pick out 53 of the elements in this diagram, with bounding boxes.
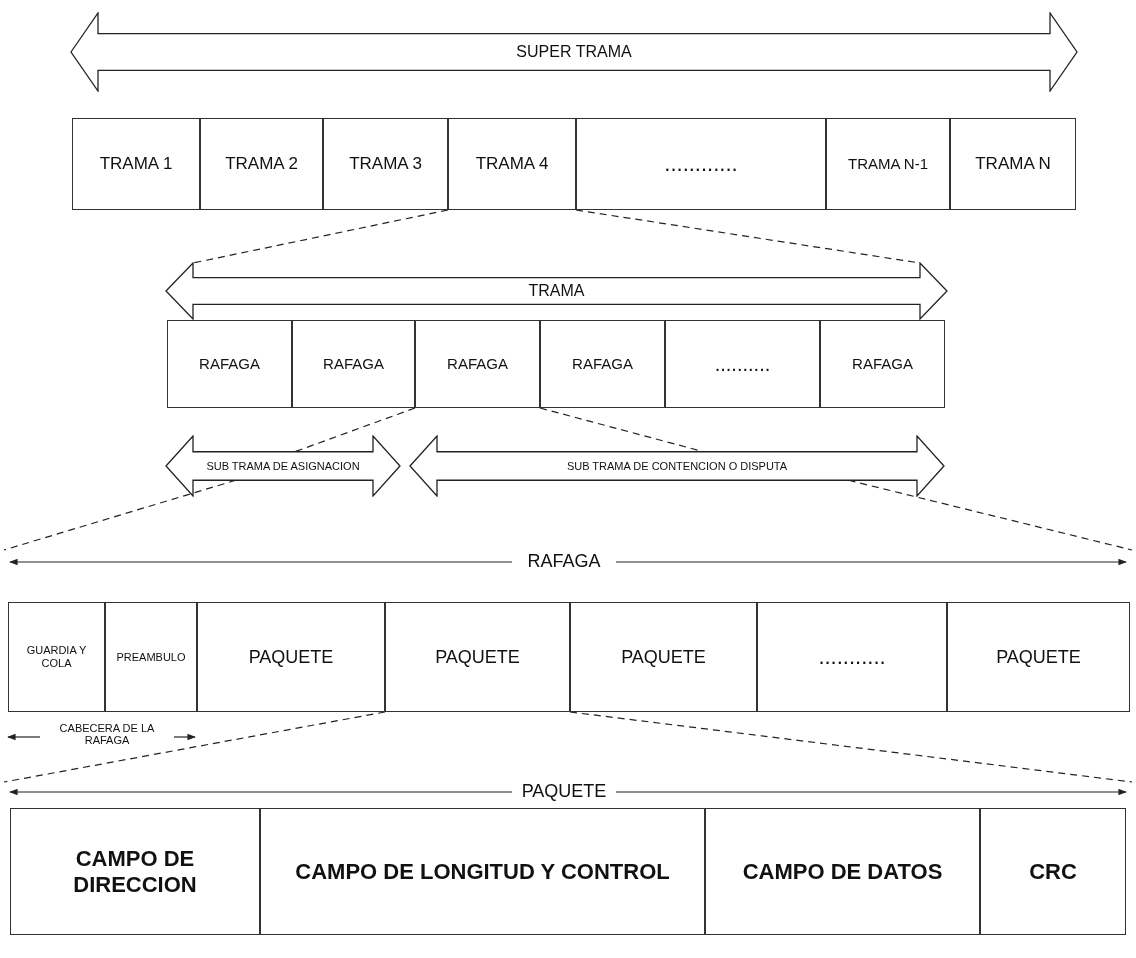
field-label: TRAMA 4 [474, 154, 550, 174]
field-label: CAMPO DE DIRECCION [72, 846, 198, 897]
frame-field [757, 602, 947, 712]
frame-field [72, 118, 200, 210]
field-label: PAQUETE [247, 646, 335, 668]
frame-field [576, 118, 826, 210]
field-label: TRAMA N-1 [847, 155, 929, 173]
frame-field [820, 320, 945, 408]
dashed-connector [192, 209, 449, 264]
frame-field [167, 320, 292, 408]
field-label: PAQUETE [620, 646, 707, 668]
field-label: TRAMA N [974, 154, 1052, 174]
field-label: .......... [713, 352, 772, 376]
field-label: RAFAGA [198, 355, 261, 373]
field-label: RAFAGA [322, 355, 385, 373]
field-label: RAFAGA [851, 355, 914, 373]
frame-field [665, 320, 820, 408]
frame-field [323, 118, 448, 210]
field-label: CAMPO DE LONGITUD Y CONTROL [294, 858, 671, 885]
frame-field [197, 602, 385, 712]
frame-field [540, 320, 665, 408]
arrow-label: TRAMA [527, 281, 586, 301]
frame-field [385, 602, 570, 712]
field-label: ........... [817, 644, 887, 670]
frame-field [570, 602, 757, 712]
field-label: PAQUETE [434, 646, 521, 668]
frame-field [950, 118, 1076, 210]
frame-field [10, 808, 260, 935]
frame-field [105, 602, 197, 712]
field-label: PAQUETE [995, 646, 1082, 668]
frame-field [415, 320, 540, 408]
field-label: TRAMA 2 [224, 154, 299, 174]
frame-field [448, 118, 576, 210]
field-label: GUARDIA Y COLA [25, 644, 88, 670]
field-label: RAFAGA [446, 355, 509, 373]
frame-field [292, 320, 415, 408]
frame-field [826, 118, 950, 210]
frame-field [947, 602, 1130, 712]
frame-field [705, 808, 980, 935]
field-label: TRAMA 1 [98, 154, 174, 174]
field-label: ............ [663, 151, 739, 177]
field-label: CRC [1028, 858, 1078, 885]
field-label: RAFAGA [571, 355, 634, 373]
frame-field [980, 808, 1126, 935]
arrow-label: SUB TRAMA DE CONTENCION O DISPUTA [565, 459, 789, 473]
frame-field [8, 602, 105, 712]
field-label: PREAMBULO [115, 650, 187, 664]
arrow-label: SUPER TRAMA [515, 42, 633, 62]
arrow-label: SUB TRAMA DE ASIGNACION [205, 459, 361, 473]
frame-field [200, 118, 323, 210]
field-label: TRAMA 3 [348, 154, 423, 174]
field-label: CAMPO DE DATOS [741, 858, 944, 885]
frame-field [260, 808, 705, 935]
